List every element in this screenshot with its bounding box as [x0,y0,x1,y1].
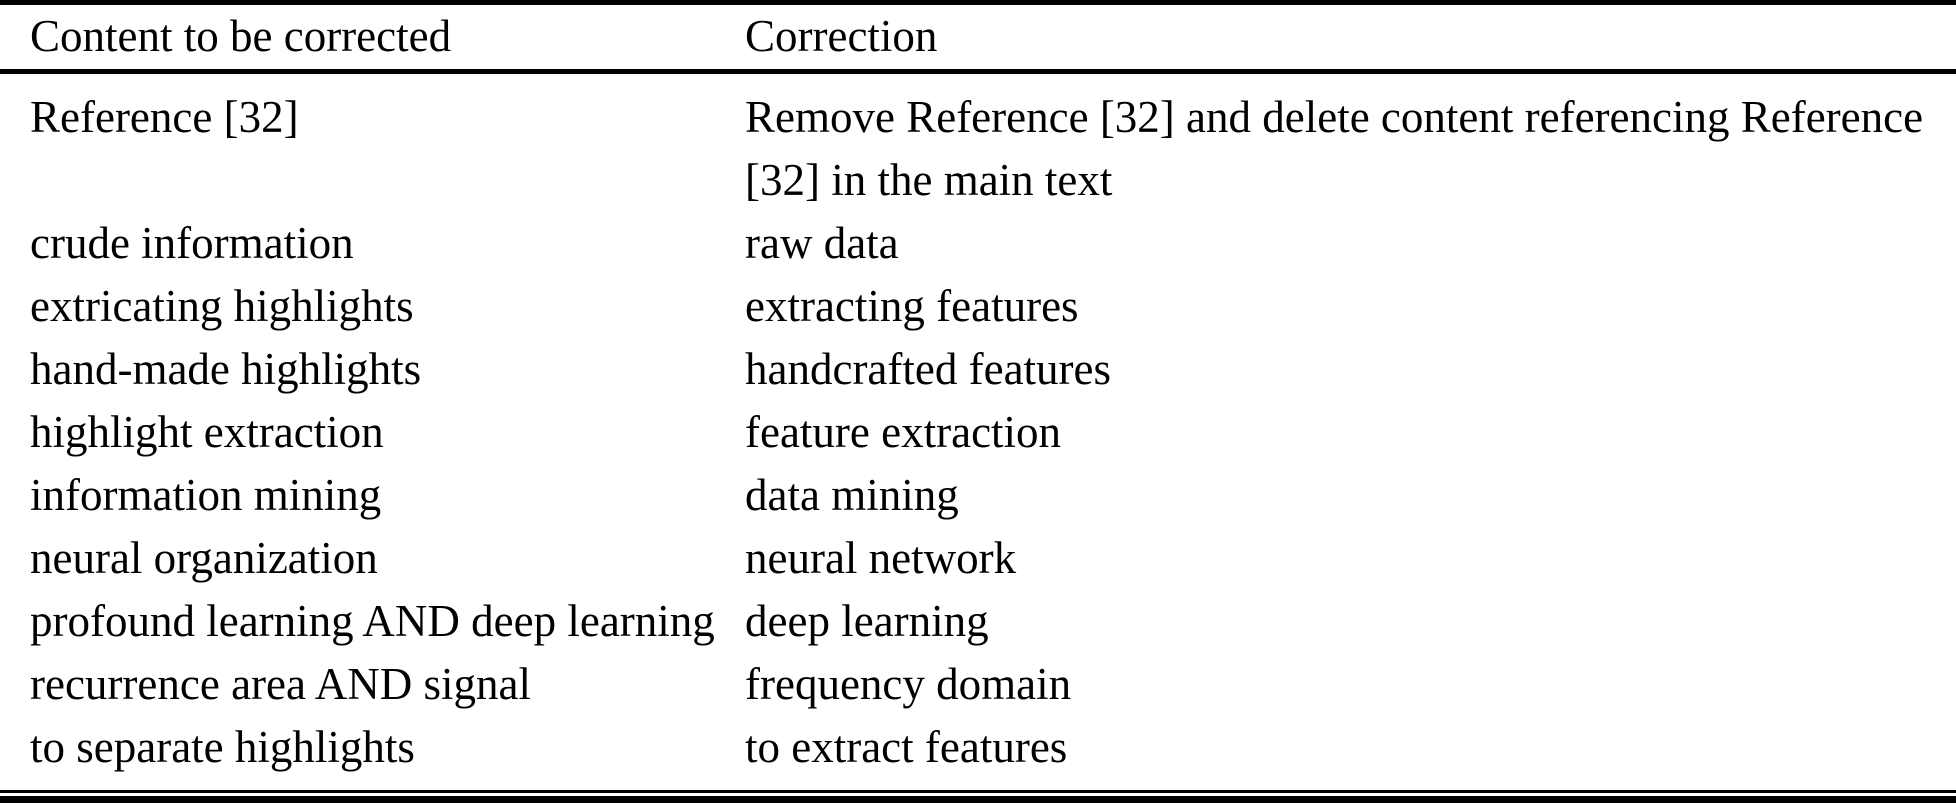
table-header: Content to be corrected Correction [0,5,1956,74]
cell-correction: handcrafted features [745,343,1112,394]
table-row: neural organization neural network [0,527,1956,590]
cell-content: extricating highlights [30,280,414,331]
table-top-rule [0,0,1956,5]
cell-content: recurrence area AND signal [30,658,531,709]
table-bottom-rule-thick [0,795,1956,803]
table-bottom-rule-thin [0,789,1956,793]
corrections-table: Content to be corrected Correction Refer… [0,5,1956,790]
table-row: hand-made highlights handcrafted feature… [0,338,1956,401]
cell-content: Reference [32] [30,91,299,142]
cell-correction: data mining [745,469,959,520]
cell-content: to separate highlights [30,721,415,772]
cell-content: highlight extraction [30,406,384,457]
cell-correction: feature extraction [745,406,1062,457]
table-body: Reference [32] Remove Reference [32] and… [0,71,1956,790]
table-row: information mining data mining [0,464,1956,527]
cell-content: crude information [30,217,354,268]
cell-content: neural organization [30,532,378,583]
table-bottom-rule-gap [0,792,1956,796]
table-row: highlight extraction feature extraction [0,401,1956,464]
cell-correction: deep learning [745,595,989,646]
table-row: profound learning AND deep learning deep… [0,590,1956,653]
table-row: recurrence area AND signal frequency dom… [0,653,1956,716]
table-row: crude information raw data [0,212,1956,275]
cell-content: profound learning AND deep learning [30,595,715,646]
cell-correction: Remove Reference [32] and delete content… [745,91,1924,205]
header-row: Content to be corrected Correction [0,5,1956,74]
cell-correction: neural network [745,532,1017,583]
cell-correction: frequency domain [745,658,1072,709]
table-row: extricating highlights extracting featur… [0,275,1956,338]
table-row: Reference [32] Remove Reference [32] and… [0,71,1956,212]
column-header-content: Content to be corrected [0,5,745,74]
cell-correction: raw data [745,217,899,268]
column-header-correction: Correction [745,5,1956,74]
cell-content: hand-made highlights [30,343,422,394]
cell-correction: to extract features [745,721,1068,772]
table-row: to separate highlights to extract featur… [0,716,1956,790]
cell-correction: extracting features [745,280,1079,331]
cell-content: information mining [30,469,382,520]
